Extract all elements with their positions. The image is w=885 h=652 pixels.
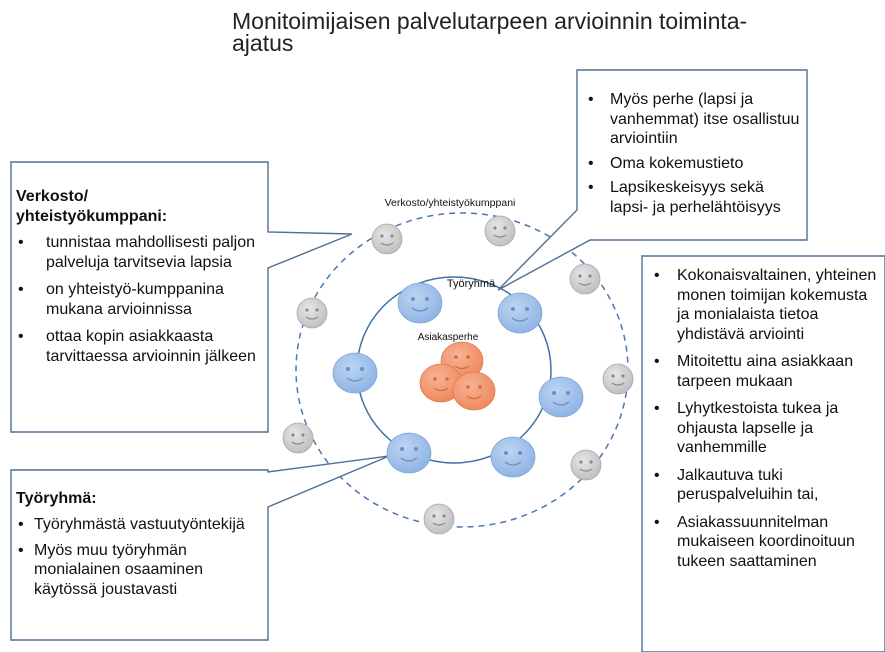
team-face-icon — [538, 376, 584, 418]
partner-face-icon — [371, 223, 403, 255]
title-line-2: ajatus — [232, 30, 294, 56]
team-faces — [332, 282, 584, 478]
team-face-icon — [490, 436, 536, 478]
verkosto-item: on yhteistyö-kumppanina mukana arvioinni… — [16, 280, 266, 319]
team-face-icon — [386, 432, 432, 474]
tyoryhma-heading: Työryhmä: — [16, 490, 97, 507]
team-face-icon — [497, 292, 543, 334]
partner-face-icon — [602, 363, 634, 395]
partner-face-icon — [484, 215, 516, 247]
verkosto-heading: Verkosto/ yhteistyökumppani: — [16, 187, 266, 227]
verkosto-item: ottaa kopin asiakkaasta tarvittaessa arv… — [16, 327, 266, 366]
partner-face-icon — [570, 449, 602, 481]
team-face-icon — [397, 282, 443, 324]
perhe-callout: Myös perhe (lapsi ja vanhemmat) itse osa… — [586, 90, 801, 222]
family-face-icon — [419, 363, 463, 403]
verkosto-callout: Verkosto/ yhteistyökumppani: tunnistaa m… — [16, 187, 266, 374]
tyoryhma-callout: Työryhmä: Työryhmästä vastuutyöntekijä M… — [16, 489, 268, 605]
verkosto-heading-line-2: yhteistyökumppani: — [16, 208, 168, 225]
tyoryhma-item: Myös muu työryhmän monialainen osaaminen… — [16, 541, 268, 600]
partner-face-icon — [423, 503, 455, 535]
kokonais-callout: Kokonaisvaltainen, yhteinen monen toimij… — [652, 266, 882, 579]
partner-face-icon — [296, 297, 328, 329]
perhe-list: Myös perhe (lapsi ja vanhemmat) itse osa… — [586, 90, 801, 217]
family-faces — [419, 341, 496, 411]
kokonais-item: Asiakassuunnitelman mukaiseen koordinoit… — [652, 513, 882, 572]
partner-faces — [282, 215, 634, 535]
verkosto-heading-line-1: Verkosto/ — [16, 188, 89, 205]
perhe-item: Myös perhe (lapsi ja vanhemmat) itse osa… — [586, 90, 801, 149]
tyoryhma-item: Työryhmästä vastuutyöntekijä — [16, 515, 268, 535]
page-title: Monitoimijaisen palvelutarpeen arvioinni… — [232, 8, 832, 56]
verkosto-list: tunnistaa mahdollisesti paljon palveluja… — [16, 233, 266, 366]
partner-face-icon — [569, 263, 601, 295]
center-label: Asiakasperhe — [418, 332, 479, 343]
inner-ring-label: Työryhmä — [447, 278, 496, 290]
kokonais-item: Kokonaisvaltainen, yhteinen monen toimij… — [652, 266, 882, 344]
title-line-1: Monitoimijaisen palvelutarpeen arvioinni… — [232, 8, 748, 34]
perhe-item: Oma kokemustieto — [586, 154, 801, 174]
perhe-item: Lapsikeskeisyys sekä lapsi- ja perheläht… — [586, 178, 801, 217]
kokonais-list: Kokonaisvaltainen, yhteinen monen toimij… — [652, 266, 882, 571]
team-face-icon — [332, 352, 378, 394]
kokonais-item: Mitoitettu aina asiakkaan tarpeen mukaan — [652, 352, 882, 391]
kokonais-item: Lyhytkestoista tukea ja ohjausta lapsell… — [652, 399, 882, 458]
tyoryhma-list: Työryhmästä vastuutyöntekijä Myös muu ty… — [16, 515, 268, 599]
verkosto-item: tunnistaa mahdollisesti paljon palveluja… — [16, 233, 266, 272]
outer-ring-label: Verkosto/yhteistyökumppani — [385, 197, 516, 209]
partner-face-icon — [282, 422, 314, 454]
family-face-icon — [452, 371, 496, 411]
kokonais-item: Jalkautuva tuki peruspalveluihin tai, — [652, 466, 882, 505]
